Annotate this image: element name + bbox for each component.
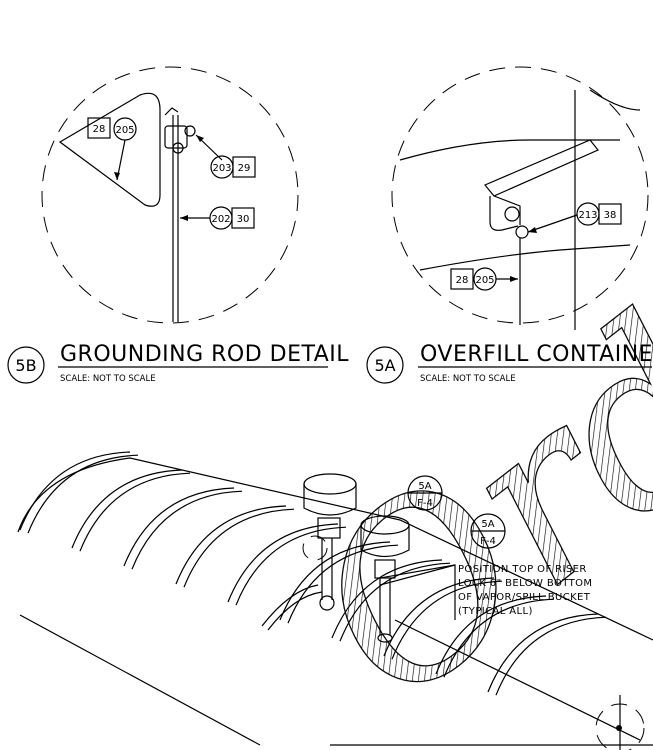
tank-rib	[123, 487, 235, 567]
svg-text:30: 30	[237, 214, 250, 225]
overfill-bracket	[484, 139, 599, 239]
svg-text:28: 28	[456, 275, 469, 286]
callout-202-30: 202 30	[180, 206, 255, 230]
svg-text:203: 203	[212, 163, 231, 174]
svg-text:5A: 5A	[418, 481, 431, 492]
tank-rib	[391, 580, 503, 660]
ground-clamp	[164, 107, 196, 154]
tank-centerline	[394, 619, 641, 741]
detail-scale: SCALE: NOT TO SCALE	[60, 374, 156, 384]
detail-marker-5b	[7, 346, 45, 384]
callout-28-205: 28 205	[450, 267, 518, 291]
svg-text:29: 29	[238, 163, 251, 174]
tank-rib	[71, 469, 183, 549]
tank-rib	[495, 616, 607, 696]
callout-203-29: 203 29	[195, 134, 256, 179]
svg-text:213: 213	[578, 210, 597, 221]
callout-213-38: 213 38	[527, 202, 622, 233]
vapor-spill-bucket-right	[360, 515, 410, 643]
svg-text:38: 38	[604, 210, 617, 221]
svg-text:F-4: F-4	[480, 536, 496, 547]
tank-rib	[175, 505, 287, 585]
tank-rib	[287, 544, 399, 624]
svg-text:5B: 5B	[15, 356, 36, 375]
tank-rib	[19, 451, 131, 531]
tank-rib	[235, 526, 347, 606]
tank-rib	[331, 559, 443, 639]
detail-scale: SCALE: NOT TO SCALE	[420, 374, 516, 384]
svg-text:205: 205	[475, 275, 494, 286]
overfill-container-title-block: 5A OVERFILL CONTAINER SCALE: NOT TO SCAL…	[366, 342, 653, 384]
tank-rib	[79, 472, 191, 552]
flex-connector	[261, 584, 319, 627]
grounding-rod-detail: 28 205 203 29 202 30 5B GROUN	[7, 66, 349, 384]
svg-text:28: 28	[93, 124, 106, 135]
svg-text:F-4: F-4	[417, 498, 433, 509]
svg-text:POSITION TOP OF RISER: POSITION TOP OF RISER	[458, 564, 587, 575]
overfill-container-detail: 213 38 28 205 5A OVERFILL CONTAINER SCAL…	[366, 66, 653, 384]
detail-marker-5a	[366, 346, 404, 384]
svg-text:5A: 5A	[481, 519, 494, 530]
section-tag-upper: 5A F-4	[407, 475, 443, 511]
tank-rib	[131, 490, 243, 570]
tank-rib	[227, 523, 339, 603]
detail-boundary-circle	[41, 66, 299, 324]
detail-title: OVERFILL CONTAINER	[420, 342, 653, 367]
detail-boundary-circle	[391, 66, 649, 324]
isometric-tank-view: 5A F-4 5A F-4 POSITION TOP OF RISER LOCK…	[17, 451, 653, 750]
svg-text:LOCK 6" BELOW BOTTOM: LOCK 6" BELOW BOTTOM	[458, 578, 592, 589]
tank-rib	[443, 598, 555, 678]
riser-note: POSITION TOP OF RISER LOCK 6" BELOW BOTT…	[458, 564, 592, 617]
tank-rib	[435, 595, 547, 675]
detail-title: GROUNDING ROD DETAIL	[60, 342, 349, 367]
tank-rib	[487, 613, 599, 693]
vapor-spill-bucket-left	[302, 473, 357, 611]
section-tag-lower: 5A F-4	[470, 513, 506, 549]
callout-28-205: 28 205	[87, 117, 137, 181]
svg-text:OF VAPOR/SPILL BUCKET: OF VAPOR/SPILL BUCKET	[458, 592, 591, 603]
svg-text:202: 202	[211, 214, 230, 225]
tank-wall-outline	[58, 92, 161, 207]
svg-text:5A: 5A	[374, 356, 395, 375]
grounding-rod-title-block: 5B GROUNDING ROD DETAIL SCALE: NOT TO SC…	[7, 342, 349, 384]
tank-rib	[27, 454, 139, 534]
svg-text:205: 205	[115, 125, 134, 136]
tank-ribs	[19, 451, 607, 696]
svg-text:(TYPICAL ALL): (TYPICAL ALL)	[458, 606, 533, 617]
tank-rib	[183, 508, 295, 588]
